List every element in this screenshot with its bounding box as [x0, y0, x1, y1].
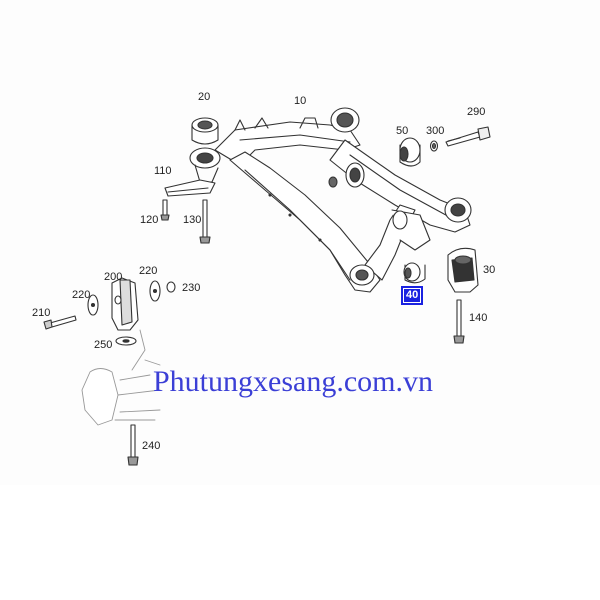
mount-part-30: [447, 247, 479, 293]
mount-part-200: [111, 277, 139, 331]
bushing-part-50: [399, 137, 421, 167]
callout-50: 50: [396, 125, 409, 137]
callout-10: 10: [294, 95, 307, 107]
nut-part-300: [429, 140, 439, 152]
bushing-part-20: [191, 117, 219, 145]
bolt-part-140: [453, 299, 465, 344]
bolt-part-240: [127, 424, 139, 466]
callout-30: 30: [483, 264, 496, 276]
callout-110: 110: [154, 165, 172, 177]
washer-part-220a: [87, 294, 99, 316]
bushing-part-40: [403, 262, 426, 284]
callout-250: 250: [94, 339, 113, 351]
callout-200: 200: [104, 271, 123, 283]
bolt-part-120: [160, 199, 170, 221]
subframe-part-10: [214, 107, 472, 293]
callout-210: 210: [32, 307, 51, 319]
callout-140: 140: [469, 312, 488, 324]
bracket-part-110: [164, 179, 216, 197]
hub-carrier-sketch: [81, 329, 161, 426]
callout-300: 300: [426, 125, 445, 137]
callout-220b: 220: [139, 265, 158, 277]
callout-230: 230: [182, 282, 201, 294]
watermark-text: Phutungxesang.com.vn: [153, 365, 433, 398]
callout-290: 290: [467, 106, 486, 118]
callout-40-highlighted[interactable]: 40: [400, 286, 424, 305]
diagram-canvas: 10 20 30 40 50 110 120 130 140 200 210 2…: [32, 91, 496, 466]
callout-220a: 220: [72, 289, 91, 301]
callout-120: 120: [140, 214, 159, 226]
washer-part-250: [115, 336, 137, 346]
bolt-part-130: [199, 199, 211, 244]
nut-part-230: [166, 281, 176, 293]
callout-130: 130: [183, 214, 202, 226]
callout-240: 240: [142, 440, 161, 452]
mount-left: [189, 147, 221, 183]
bolt-part-210: [43, 315, 77, 330]
blank-lower-area: [0, 485, 600, 600]
washer-part-220b: [149, 280, 161, 302]
bolt-part-290: [445, 126, 491, 147]
callout-20: 20: [198, 91, 211, 103]
subframe-drawing: [43, 107, 491, 466]
